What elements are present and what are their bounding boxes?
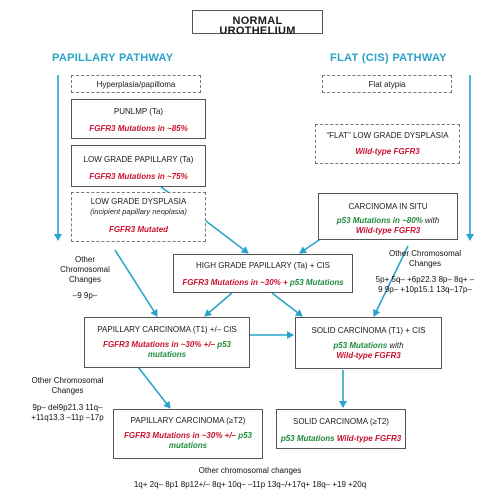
high-grade-papillary-p53: p53 Mutations	[287, 278, 344, 287]
right-pathway-label: FLAT (CIS) PATHWAY	[330, 52, 447, 64]
right-note-1-line-2: Changes	[408, 259, 442, 268]
left-note-1-line-1: Other Chromosomal	[60, 255, 110, 274]
papillary-carcinoma-t1-title: PAPILLARY CARCINOMA (T1) +/– CIS	[97, 325, 237, 334]
low-grade-papillary-title: LOW GRADE PAPILLARY (Ta)	[83, 155, 194, 164]
carcinoma-in-situ-title: CARCINOMA IN SITU	[348, 202, 428, 211]
papillary-carcinoma-t1-p53: p53	[215, 340, 232, 349]
low-grade-dysplasia-note: FGFR3 Mutated	[108, 225, 169, 234]
arrow-hgp-to-sc-t1	[271, 292, 303, 317]
solid-carcinoma-t1-title: SOLID CARCINOMA (T1) + CIS	[311, 326, 426, 335]
papillary-carcinoma-t1-fgfr3: FGFR3 Mutations in ~30% +/–	[102, 340, 215, 349]
papillary-carcinoma-t2-p53: p53	[236, 431, 253, 440]
punlmp-box: PUNLMP (Ta) FGFR3 Mutations in ~85%	[71, 99, 206, 139]
arrow-cis-to-hgp	[299, 237, 323, 254]
right-note-1-line-1: Other Chromosomal	[388, 249, 462, 258]
left-note-2-line-3: 9p– del9p21.3 11q–	[32, 403, 103, 412]
carcinoma-in-situ-with: with	[422, 216, 440, 225]
low-grade-papillary-box: LOW GRADE PAPILLARY (Ta) FGFR3 Mutations…	[71, 145, 206, 187]
papillary-carcinoma-t2-mutations: mutations	[168, 441, 208, 450]
title-box: NORMAL UROTHELIUM	[192, 10, 323, 37]
low-grade-dysplasia-subtitle: (incipient papillary neoplasia)	[90, 207, 187, 216]
hyperplasia-box: Hyperplasia/papilloma	[71, 75, 201, 93]
right-chromosomal-note-1: Other Chromosomal Changes 5p+ 5q– +6p22.…	[360, 249, 490, 295]
left-note-2-line-1: Other Chromosomal	[31, 376, 104, 385]
papillary-carcinoma-t2-fgfr3: FGFR3 Mutations in ~30% +/–	[123, 431, 236, 440]
punlmp-note: FGFR3 Mutations in ~85%	[89, 124, 188, 133]
bottom-note-line-1: Other chromosomal changes	[198, 466, 302, 475]
solid-carcinoma-t2-p53: p53 Mutations	[280, 434, 335, 443]
solid-carcinoma-t1-box: SOLID CARCINOMA (T1) + CIS p53 Mutations…	[295, 317, 442, 369]
arrow-hgp-to-pc-t1	[204, 292, 233, 317]
left-pathway-label: PAPILLARY PATHWAY	[52, 52, 174, 64]
carcinoma-in-situ-p53: p53 Mutations in ~80%	[336, 216, 423, 225]
left-note-1-line-3: –9 9p–	[72, 291, 98, 300]
low-grade-dysplasia-box: LOW GRADE DYSPLASIA (incipient papillary…	[71, 192, 206, 242]
solid-carcinoma-t2-fgfr3: Wild-type FGFR3	[334, 434, 402, 443]
left-chromosomal-note-2: Other Chromosomal Changes 9p– del9p21.3 …	[20, 376, 115, 423]
right-note-1-line-4: 9 9p– +10p15.1 13q–17p–	[378, 285, 472, 294]
flat-low-grade-dysplasia-box: “FLAT” LOW GRADE DYSPLASIA Wild-type FGF…	[315, 124, 460, 164]
papillary-carcinoma-t1-box: PAPILLARY CARCINOMA (T1) +/– CIS FGFR3 M…	[84, 317, 250, 368]
solid-carcinoma-t2-title: SOLID CARCINOMA (≥T2)	[293, 417, 389, 426]
solid-carcinoma-t1-p53: p53 Mutations	[333, 341, 388, 350]
flat-low-grade-dysplasia-note: Wild-type FGFR3	[355, 147, 420, 156]
flat-low-grade-dysplasia-title: “FLAT” LOW GRADE DYSPLASIA	[326, 131, 449, 140]
left-note-2-line-2: Changes	[51, 386, 84, 395]
solid-carcinoma-t2-box: SOLID CARCINOMA (≥T2) p53 Mutations Wild…	[276, 409, 406, 449]
papillary-carcinoma-t2-box: PAPILLARY CARCINOMA (≥T2) FGFR3 Mutation…	[113, 409, 263, 459]
bottom-note-line-2: 1q+ 2q– 8p1 8p12+/– 8q+ 10q– –11p 13q–/+…	[133, 480, 367, 489]
low-grade-dysplasia-title: LOW GRADE DYSPLASIA	[90, 197, 187, 206]
papillary-carcinoma-t2-title: PAPILLARY CARCINOMA (≥T2)	[130, 416, 246, 425]
high-grade-papillary-box: HIGH GRADE PAPILLARY (Ta) + CIS FGFR3 Mu…	[173, 254, 353, 293]
high-grade-papillary-fgfr3: FGFR3 Mutations in ~30% +	[182, 278, 288, 287]
punlmp-title: PUNLMP (Ta)	[113, 107, 164, 116]
solid-carcinoma-t1-fgfr3: Wild-type FGFR3	[336, 351, 401, 360]
solid-carcinoma-t1-with: with	[387, 341, 404, 350]
arrow-right-to-sc-t1	[373, 245, 409, 317]
hyperplasia-label: Hyperplasia/papilloma	[96, 80, 176, 89]
low-grade-papillary-note: FGFR3 Mutations in ~75%	[89, 172, 188, 181]
carcinoma-in-situ-fgfr3: Wild-type FGFR3	[355, 226, 421, 235]
bottom-chromosomal-note: Other chromosomal changes 1q+ 2q– 8p1 8p…	[0, 466, 500, 490]
papillary-carcinoma-t1-mutations: mutations	[147, 350, 187, 359]
left-chromosomal-note-1: Other Chromosomal Changes –9 9p–	[50, 255, 120, 301]
flat-atypia-box: Flat atypia	[322, 75, 452, 93]
arrow-left-to-pc-t1	[114, 249, 158, 317]
left-note-1-line-2: Changes	[68, 275, 102, 284]
right-note-1-line-3: 5p+ 5q– +6p22.3 8p– 8q+ –	[375, 275, 475, 284]
left-note-2-line-4: +11q13.3 –11p –17p	[31, 413, 104, 422]
high-grade-papillary-title: HIGH GRADE PAPILLARY (Ta) + CIS	[195, 261, 331, 270]
page-title: NORMAL UROTHELIUM	[219, 15, 296, 37]
flat-atypia-label: Flat atypia	[368, 80, 406, 89]
carcinoma-in-situ-box: CARCINOMA IN SITU p53 Mutations in ~80% …	[318, 193, 458, 240]
